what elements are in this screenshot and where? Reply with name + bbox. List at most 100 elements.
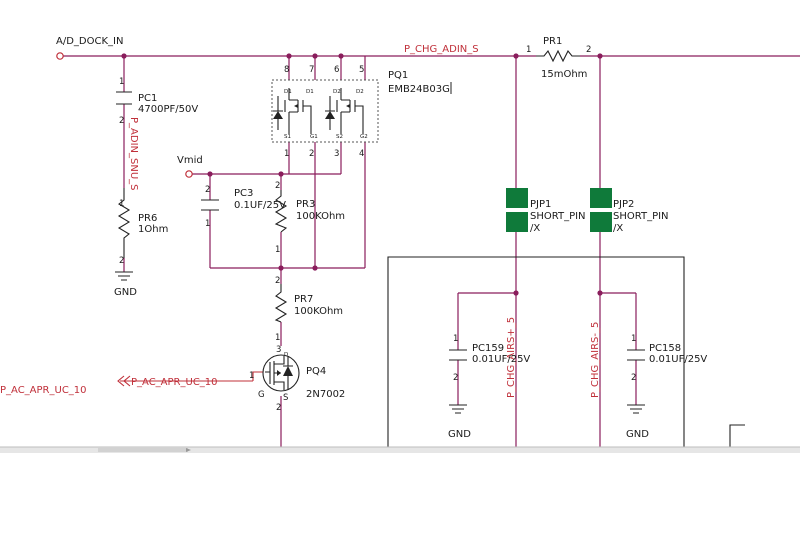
gnd-label: GND — [626, 429, 649, 440]
pin-label: D — [284, 352, 288, 358]
pr3-ref: PR3 — [296, 199, 315, 210]
airs-pos-label: P_CHG_AIRS+_5 — [506, 317, 517, 398]
pin-number: 2 — [275, 181, 280, 191]
capacitor-plates-icon — [449, 349, 467, 361]
pin-number: 1 — [631, 334, 636, 344]
fet1-arrow-icon — [294, 104, 298, 108]
fet1-diode-icon — [273, 111, 283, 119]
body-diode-leads-icon — [283, 356, 293, 390]
pc158-ref: PC158 — [649, 343, 681, 354]
pr3-value: 100KOhm — [296, 211, 345, 222]
fet2-diode-icon — [325, 111, 335, 119]
pin-number: 2 — [275, 276, 280, 286]
vmid-label: Vmid — [177, 155, 203, 166]
pr1-value: 15mOhm — [541, 69, 587, 80]
pr6-value: 1Ohm — [138, 224, 168, 235]
pq1-dual-mosfet[interactable]: D1 D1 D2 D2 S1 G1 S2 G2 8 7 6 5 1 2 3 4 … — [271, 65, 452, 159]
pin-number: 2 — [309, 149, 314, 159]
pq1-ref: PQ1 — [388, 70, 408, 81]
fet1-diode-leads-icon — [273, 96, 283, 130]
pr7-resistor[interactable]: 2 1 PR7 100KOhm — [274, 276, 343, 343]
pin-number: 1 — [526, 45, 531, 55]
pc159-value: 0.01UF/25V — [472, 354, 530, 365]
pc1-capacitor[interactable]: 1 2 PC1 4700PF/50V — [116, 77, 198, 126]
adin-snu-label: P_ADIN_SNU_S — [128, 117, 139, 191]
short-pin-pad-top — [590, 188, 612, 208]
body-diode-icon — [283, 366, 293, 376]
fet2-arrow-icon — [346, 104, 350, 108]
scroll-arrow-icon[interactable] — [186, 448, 191, 452]
capacitor-plates-icon — [201, 199, 219, 211]
pin-number: 4 — [359, 149, 364, 159]
ground-icon — [115, 271, 133, 281]
pq4-mosfet[interactable]: 3 2 1 D G S PQ4 2N7002 — [249, 345, 345, 413]
pin-number: 2 — [453, 373, 458, 383]
pin-label: S — [283, 393, 288, 403]
offpage-arrow-icon — [117, 375, 131, 387]
pin-label: S1 — [284, 134, 291, 140]
pin-number: 1 — [275, 245, 280, 255]
pjp2-short-pin[interactable]: PJP2 SHORT_PIN /X — [590, 188, 669, 234]
pr7-ref: PR7 — [294, 294, 313, 305]
pq4-ref: PQ4 — [306, 366, 326, 377]
vmid-connector[interactable] — [185, 170, 193, 178]
pc3-ref: PC3 — [234, 188, 253, 199]
pc158-capacitor[interactable]: 1 2 PC158 0.01UF/25V — [627, 334, 707, 383]
pin-number: 5 — [359, 65, 364, 75]
pc3-capacitor[interactable]: 2 1 PC3 0.1UF/25V — [201, 185, 286, 229]
gnd-left: GND — [114, 271, 137, 298]
pc158-value: 0.01UF/25V — [649, 354, 707, 365]
airs-neg-label: P_CHG_AIRS-_5 — [590, 322, 601, 398]
pr7-value: 100KOhm — [294, 306, 343, 317]
pq4-value: 2N7002 — [306, 389, 345, 400]
chg-adin-label: P_CHG_ADIN_S — [404, 44, 479, 55]
gnd-label: GND — [448, 429, 471, 440]
gnd-mid: GND — [448, 404, 471, 440]
ac-apr-gate-wire — [252, 371, 265, 381]
pr1-resistor[interactable]: 1 2 PR1 15mOhm — [526, 36, 591, 80]
pjp1-value: SHORT_PIN — [530, 211, 586, 222]
subsheet-frame — [387, 256, 685, 450]
pjp1-short-pin[interactable]: PJP1 SHORT_PIN /X — [506, 188, 586, 234]
pc159-capacitor[interactable]: 1 2 PC159 0.01UF/25V — [449, 334, 530, 383]
pr6-resistor[interactable]: 1 2 PR6 1Ohm — [117, 188, 168, 266]
pin-number: 2 — [631, 373, 636, 383]
short-pin-pad-top — [506, 188, 528, 208]
ac-apr-label: P_AC_APR_UC_10 — [131, 377, 218, 388]
pin-label: D1 — [284, 89, 292, 95]
pin-number: 1 — [249, 371, 254, 381]
pin-number: 1 — [275, 333, 280, 343]
mosfet-symbol-icon — [265, 356, 285, 390]
subsheet-frame-right — [729, 424, 745, 450]
pjp1-ref: PJP1 — [530, 199, 551, 210]
pin-label: G1 — [310, 134, 318, 140]
pc159-ref: PC159 — [472, 343, 504, 354]
gnd-right: GND — [626, 404, 649, 440]
resistor-zigzag-icon — [274, 284, 288, 323]
mosfet-arrow-icon — [277, 370, 281, 376]
pin-number: 1 — [205, 219, 210, 229]
scroll-thumb[interactable] — [98, 448, 188, 452]
resistor-zigzag-icon — [536, 49, 580, 63]
dock-in-connector[interactable] — [56, 52, 64, 60]
capacitor-plates-icon — [116, 91, 132, 105]
bottom-strip — [0, 446, 800, 453]
pr3-resistor[interactable]: 2 1 PR3 100KOhm — [274, 181, 345, 255]
gnd-label: GND — [114, 287, 137, 298]
pin-number: 2 — [205, 185, 210, 195]
pc1-value: 4700PF/50V — [138, 104, 198, 115]
pr6-ref: PR6 — [138, 213, 157, 224]
pin-number: 2 — [586, 45, 591, 55]
pin-label: S2 — [336, 134, 343, 140]
junctions — [121, 53, 603, 296]
pin-label: G — [258, 390, 265, 400]
capacitor-plates-icon — [627, 349, 645, 361]
pjp2-ref: PJP2 — [613, 199, 634, 210]
pjp2-value: SHORT_PIN — [613, 211, 669, 222]
pin-label: D2 — [333, 89, 341, 95]
ground-icon — [449, 404, 467, 414]
ground-icon — [627, 404, 645, 414]
pin-number: 2 — [276, 403, 281, 413]
pin-number: 2 — [119, 256, 124, 266]
resistor-zigzag-icon — [117, 188, 131, 258]
